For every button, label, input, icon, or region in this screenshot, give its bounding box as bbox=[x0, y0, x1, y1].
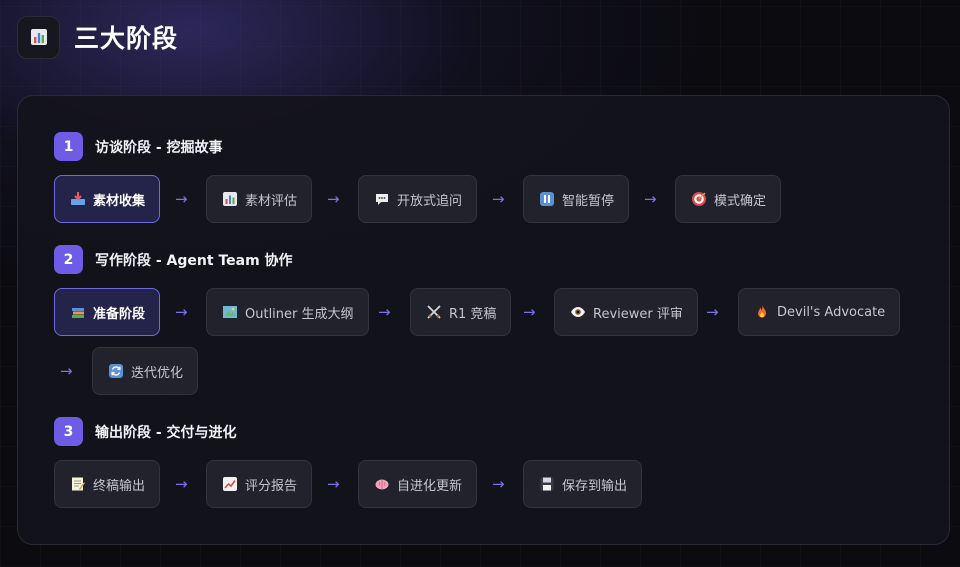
step-r1-competition[interactable]: R1 竞稿 bbox=[410, 288, 512, 336]
eye-icon bbox=[569, 304, 587, 320]
flow-arrow: → bbox=[706, 303, 719, 321]
flow-arrow: → bbox=[175, 190, 188, 208]
flow-arrow: → bbox=[327, 475, 340, 493]
floppy-disk-icon bbox=[538, 476, 556, 492]
books-icon bbox=[69, 304, 87, 320]
stages-panel: 1 访谈阶段 - 挖掘故事 素材收集 → 素材评估 → 开放式追问 → 智能暂停… bbox=[17, 95, 950, 545]
step-label: Outliner 生成大纲 bbox=[245, 306, 354, 322]
step-preparation[interactable]: 准备阶段 bbox=[54, 288, 161, 336]
step-material-collection[interactable]: 素材收集 bbox=[54, 175, 161, 223]
flow-arrow: → bbox=[327, 190, 340, 208]
flow-arrow: → bbox=[644, 190, 657, 208]
step-material-evaluation[interactable]: 素材评估 bbox=[206, 175, 313, 223]
step-label: Reviewer 评审 bbox=[593, 306, 683, 322]
brain-icon bbox=[373, 476, 391, 492]
step-devils-advocate[interactable]: Devil's Advocate bbox=[738, 288, 901, 336]
step-label: R1 竞稿 bbox=[449, 306, 497, 322]
step-smart-pause[interactable]: 智能暂停 bbox=[523, 175, 630, 223]
step-label: 终稿输出 bbox=[93, 478, 146, 494]
chart-increasing-icon bbox=[221, 476, 239, 492]
page-title: 三大阶段 bbox=[74, 24, 179, 53]
memo-icon bbox=[69, 476, 87, 492]
step-self-evolution[interactable]: 自进化更新 bbox=[358, 460, 478, 508]
flow-arrow: → bbox=[492, 475, 505, 493]
map-icon bbox=[221, 304, 239, 320]
step-open-questioning[interactable]: 开放式追问 bbox=[358, 175, 478, 223]
crossed-swords-icon bbox=[425, 304, 443, 320]
bar-chart-icon bbox=[221, 191, 239, 207]
flow-arrow: → bbox=[378, 303, 391, 321]
step-outliner[interactable]: Outliner 生成大纲 bbox=[206, 288, 369, 336]
step-label: 迭代优化 bbox=[131, 365, 184, 381]
flow-arrow: → bbox=[492, 190, 505, 208]
step-final-output[interactable]: 终稿输出 bbox=[54, 460, 161, 508]
stage-2-header: 2 写作阶段 - Agent Team 协作 bbox=[54, 245, 293, 274]
stage-title: 输出阶段 - 交付与进化 bbox=[95, 424, 237, 441]
flow-arrow: → bbox=[60, 362, 73, 380]
target-icon bbox=[690, 191, 708, 207]
step-label: Devil's Advocate bbox=[777, 304, 886, 320]
step-label: 自进化更新 bbox=[397, 478, 463, 494]
flow-arrow: → bbox=[175, 303, 188, 321]
stage-number-badge: 2 bbox=[54, 245, 83, 274]
stage-3-header: 3 输出阶段 - 交付与进化 bbox=[54, 417, 237, 446]
flow-arrow: → bbox=[523, 303, 536, 321]
stage-title: 写作阶段 - Agent Team 协作 bbox=[95, 252, 293, 269]
step-label: 评分报告 bbox=[245, 478, 298, 494]
stage-title: 访谈阶段 - 挖掘故事 bbox=[95, 139, 223, 156]
pause-button-icon bbox=[538, 191, 556, 207]
refresh-icon bbox=[107, 363, 125, 379]
step-reviewer[interactable]: Reviewer 评审 bbox=[554, 288, 698, 336]
bar-chart-icon bbox=[17, 15, 60, 59]
stage-1-header: 1 访谈阶段 - 挖掘故事 bbox=[54, 132, 223, 161]
step-label: 素材收集 bbox=[93, 193, 146, 209]
step-save-output[interactable]: 保存到输出 bbox=[523, 460, 643, 508]
fire-icon bbox=[753, 304, 771, 320]
flow-arrow: → bbox=[175, 475, 188, 493]
stage-number-badge: 3 bbox=[54, 417, 83, 446]
step-label: 保存到输出 bbox=[562, 478, 628, 494]
step-score-report[interactable]: 评分报告 bbox=[206, 460, 313, 508]
stage-number-badge: 1 bbox=[54, 132, 83, 161]
step-label: 准备阶段 bbox=[93, 306, 146, 322]
inbox-tray-icon bbox=[69, 191, 87, 207]
step-label: 智能暂停 bbox=[562, 193, 615, 209]
step-label: 素材评估 bbox=[245, 193, 298, 209]
step-label: 开放式追问 bbox=[397, 193, 463, 209]
page-header: 三大阶段 bbox=[17, 15, 178, 59]
step-label: 模式确定 bbox=[714, 193, 767, 209]
speech-bubble-icon bbox=[373, 191, 391, 207]
step-iterative-optimization[interactable]: 迭代优化 bbox=[92, 347, 199, 395]
step-mode-confirm[interactable]: 模式确定 bbox=[675, 175, 782, 223]
